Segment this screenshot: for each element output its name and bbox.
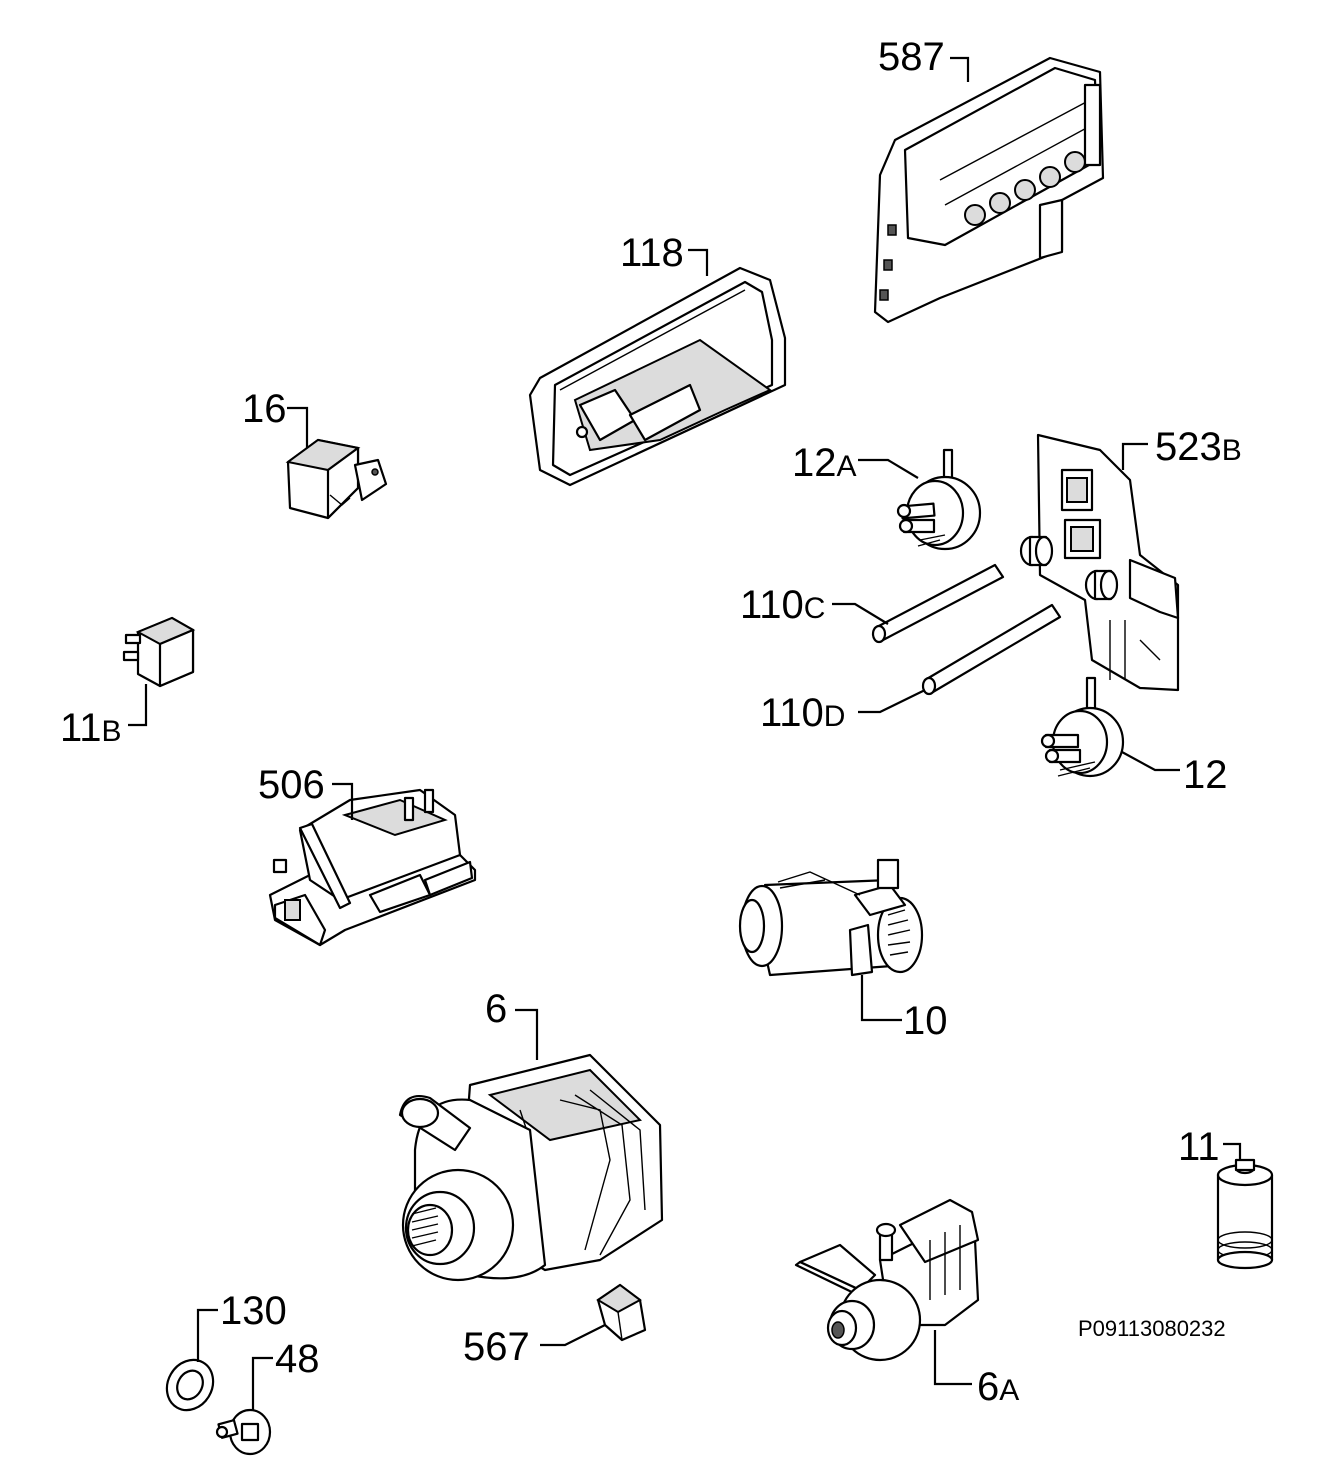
svg-text:506: 506 [258,763,325,807]
label-110c: 110C [740,583,889,627]
label-110d: 110D [760,689,926,735]
svg-text:12: 12 [1183,753,1228,797]
svg-text:587: 587 [878,35,945,79]
label-11: 11 [1178,1125,1242,1169]
label-10: 10 [860,975,948,1043]
part-6-pump-motor [398,1053,664,1282]
svg-text:10: 10 [903,999,948,1043]
reference-code: P09113080232 [1078,1316,1226,1341]
part-118-cover [528,266,787,487]
svg-text:11B: 11B [60,706,122,750]
label-6a: 6A [933,1330,1019,1409]
part-11b-relay [122,616,196,688]
svg-text:110C: 110C [740,583,825,627]
label-567: 567 [463,1324,606,1369]
svg-text:48: 48 [275,1337,320,1381]
part-12a-pressure-switch [896,448,982,551]
part-10-heater [738,858,924,977]
svg-text:523B: 523B [1155,425,1242,469]
label-12a: 12A [792,441,919,485]
svg-text:6: 6 [485,987,507,1031]
part-16-switch [285,438,388,520]
label-12: 12 [1121,751,1228,797]
label-587: 587 [878,35,970,82]
label-130: 130 [196,1289,287,1362]
part-110d-hose [921,603,1062,696]
part-110c-hose [871,563,1005,644]
svg-text:118: 118 [620,231,684,275]
part-587-control-module [873,56,1105,324]
part-12-pressure-switch [1040,676,1125,778]
label-506: 506 [258,763,354,820]
part-523b-bracket [1019,433,1180,692]
label-6: 6 [485,987,539,1060]
part-11-capacitor [1216,1158,1274,1270]
label-523b: 523B [1121,425,1242,470]
svg-text:11: 11 [1178,1125,1220,1169]
label-11b: 11B [60,684,148,750]
part-48-plug [215,1408,272,1456]
label-16: 16 [242,387,309,448]
svg-text:110D: 110D [760,691,845,735]
label-48: 48 [251,1337,320,1410]
svg-text:12A: 12A [792,441,857,485]
part-567-clip [596,1283,647,1342]
svg-text:567: 567 [463,1325,530,1369]
label-118: 118 [620,231,709,276]
svg-text:130: 130 [220,1289,287,1333]
part-506-dispenser [268,788,477,947]
part-6a-drain-pump [794,1198,980,1362]
svg-text:6A: 6A [977,1365,1019,1409]
part-130-ring [165,1358,215,1412]
svg-text:16: 16 [242,387,287,431]
